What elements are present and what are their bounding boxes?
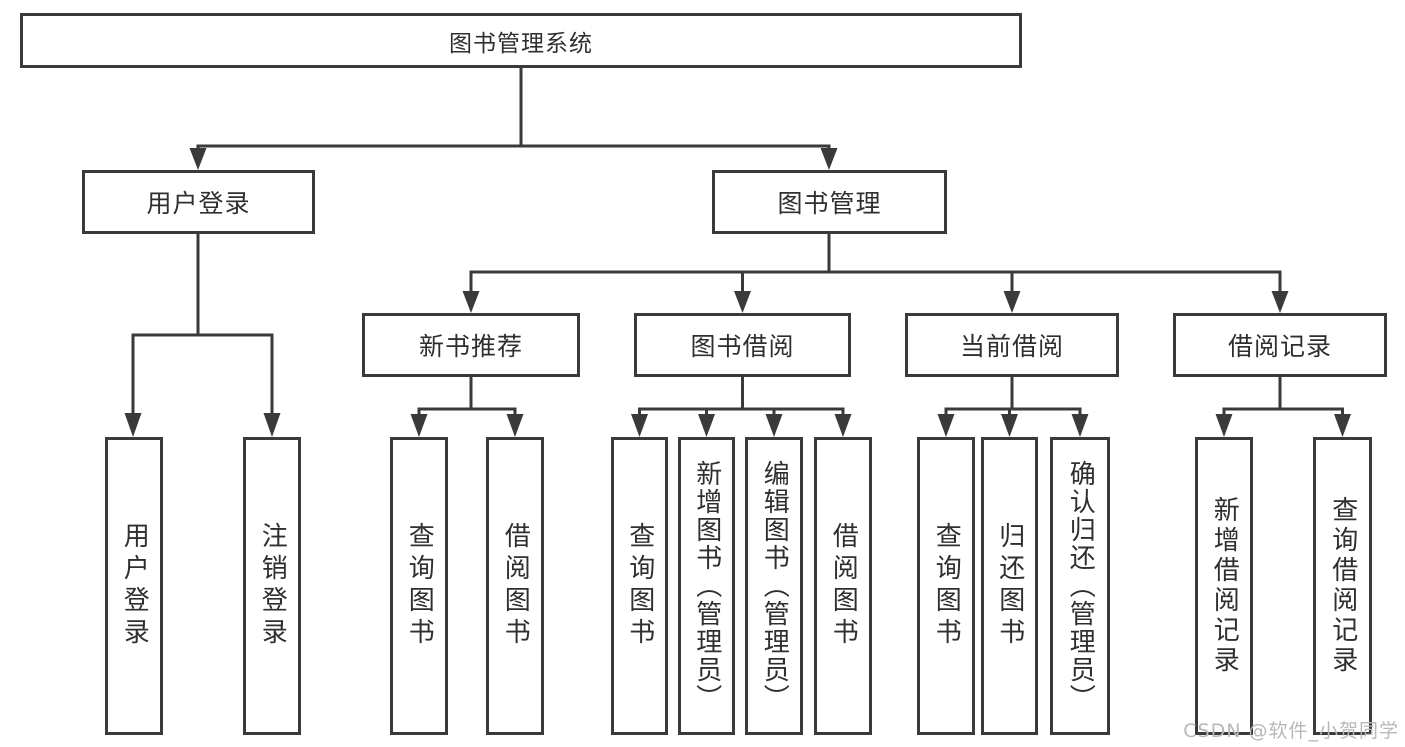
node-book-borrowing: 图书借阅: [634, 313, 851, 377]
node-label: 新增图书（管理员）: [691, 460, 722, 712]
leaf-logout: 注销登录: [243, 437, 301, 735]
node-label: 借阅图书: [500, 522, 531, 650]
leaf-query-borrow-record: 查询借阅记录: [1313, 437, 1372, 735]
node-user-login: 用户登录: [82, 170, 315, 234]
node-label: 注销登录: [257, 522, 288, 650]
leaf-confirm-return-admin: 确认归还（管理员）: [1050, 437, 1110, 735]
node-label: 确认归还（管理员）: [1065, 460, 1096, 712]
leaf-return-books: 归还图书: [981, 437, 1038, 735]
leaf-edit-books-admin: 编辑图书（管理员）: [745, 437, 803, 735]
leaf-query-books-3: 查询图书: [917, 437, 975, 735]
leaf-query-books-1: 查询图书: [390, 437, 448, 735]
node-label: 图书借阅: [690, 332, 795, 361]
node-book-management: 图书管理: [712, 170, 947, 234]
node-label: 新增借阅记录: [1209, 496, 1240, 676]
leaf-user-login: 用户登录: [105, 437, 163, 735]
node-label: 查询图书: [624, 522, 655, 650]
node-label: 归还图书: [994, 522, 1025, 650]
node-label: 查询图书: [404, 522, 435, 650]
node-label: 新书推荐: [418, 332, 523, 361]
leaf-borrow-books-2: 借阅图书: [814, 437, 872, 735]
node-new-book-recommend: 新书推荐: [362, 313, 580, 377]
node-current-borrowing: 当前借阅: [905, 313, 1119, 377]
node-label: 借阅图书: [828, 522, 859, 650]
node-label: 编辑图书（管理员）: [759, 460, 790, 712]
leaf-borrow-books-1: 借阅图书: [486, 437, 544, 735]
node-borrowing-records: 借阅记录: [1173, 313, 1387, 377]
leaf-add-borrow-record: 新增借阅记录: [1195, 437, 1253, 735]
node-label: 当前借阅: [959, 332, 1064, 361]
leaf-add-books-admin: 新增图书（管理员）: [678, 437, 735, 735]
node-label: 借阅记录: [1227, 332, 1332, 361]
node-label: 用户登录: [146, 189, 251, 218]
leaf-query-books-2: 查询图书: [611, 437, 668, 735]
node-library-management-system: 图书管理系统: [20, 13, 1022, 68]
node-label: 用户登录: [119, 522, 150, 650]
node-label: 图书管理: [777, 189, 882, 218]
node-label: 查询借阅记录: [1327, 496, 1358, 676]
node-label: 查询图书: [931, 522, 962, 650]
node-label: 图书管理系统: [449, 30, 593, 57]
csdn-watermark: CSDN @软件_小贺同学: [1183, 720, 1399, 742]
